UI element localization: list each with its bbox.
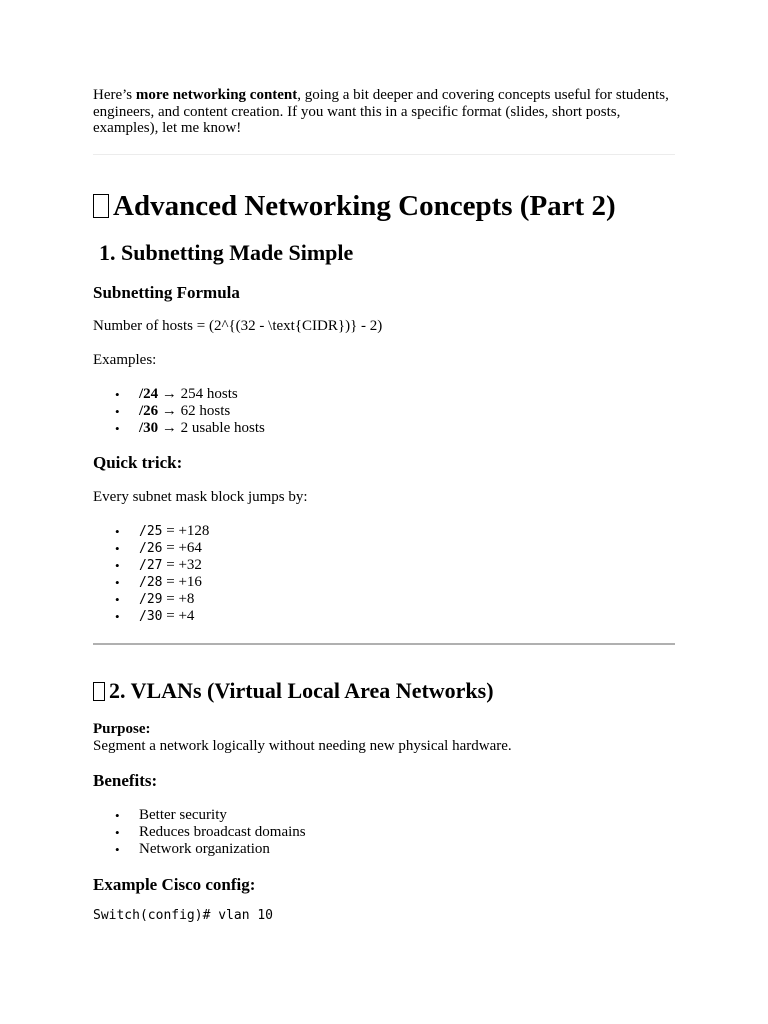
arrow-icon: → bbox=[161, 420, 177, 436]
section1-heading: 1. Subnetting Made Simple bbox=[99, 240, 354, 265]
arrow-icon: → bbox=[161, 403, 177, 419]
jump-cidr: /30 bbox=[139, 609, 163, 624]
bullet-icon: • bbox=[115, 404, 120, 419]
page-title: Advanced Networking Concepts (Part 2) bbox=[93, 186, 616, 226]
example-cidr: /26 bbox=[139, 403, 159, 419]
quick-trick-text: Every subnet mask block jumps by: bbox=[93, 489, 308, 505]
list-item: • /30 = +4 bbox=[93, 608, 209, 625]
jump-cidr: /25 bbox=[139, 524, 163, 539]
bullet-icon: • bbox=[115, 541, 120, 556]
list-item: • Reduces broadcast domains bbox=[93, 824, 306, 841]
section2-heading: 2. VLANs (Virtual Local Area Networks) bbox=[93, 677, 494, 705]
jump-value: = +128 bbox=[162, 523, 210, 539]
list-item: • /27 = +32 bbox=[93, 557, 209, 574]
bullet-icon: • bbox=[115, 387, 120, 402]
purpose-label: Purpose: bbox=[93, 721, 151, 737]
missing-glyph-icon bbox=[93, 194, 109, 218]
bullet-icon: • bbox=[115, 524, 120, 539]
list-item: • /26 = +64 bbox=[93, 540, 209, 557]
examples-list: • /24 → 254 hosts • /26 → 62 hosts • /30 → … bbox=[93, 386, 265, 437]
benefits-list: • Better security • Reduces broadcast doma… bbox=[93, 807, 306, 858]
example-text: 2 usable hosts bbox=[180, 420, 265, 436]
list-item: • /24 → 254 hosts bbox=[93, 386, 265, 403]
benefit-text: Network organization bbox=[139, 841, 270, 857]
page-title-text: Advanced Networking Concepts (Part 2) bbox=[113, 190, 616, 222]
bullet-icon: • bbox=[115, 421, 120, 436]
jump-value: = +32 bbox=[162, 557, 202, 573]
jump-value: = +4 bbox=[162, 608, 195, 624]
jump-value: = +64 bbox=[162, 540, 202, 556]
formula-text: Number of hosts = (2^{(32 - \text{CIDR})… bbox=[93, 318, 383, 334]
bullet-icon: • bbox=[115, 842, 120, 857]
example-text: 254 hosts bbox=[180, 386, 238, 402]
jump-cidr: /29 bbox=[139, 592, 163, 607]
jump-value: = +16 bbox=[162, 574, 202, 590]
bullet-icon: • bbox=[115, 808, 120, 823]
formula-heading: Subnetting Formula bbox=[93, 283, 240, 302]
section-divider bbox=[93, 643, 675, 645]
bullet-icon: • bbox=[115, 558, 120, 573]
jump-cidr: /28 bbox=[139, 575, 163, 590]
intro-rest: , going a bit deeper and covering concep… bbox=[93, 87, 669, 136]
config-heading: Example Cisco config: bbox=[93, 875, 256, 894]
list-item: • /30 → 2 usable hosts bbox=[93, 420, 265, 437]
section2-heading-text: 2. VLANs (Virtual Local Area Networks) bbox=[109, 678, 494, 703]
intro-paragraph: Here’s more networking content, going a … bbox=[93, 87, 675, 137]
purpose-text: Segment a network logically without need… bbox=[93, 738, 512, 754]
jump-cidr: /26 bbox=[139, 541, 163, 556]
list-item: • Better security bbox=[93, 807, 306, 824]
arrow-icon: → bbox=[161, 386, 177, 402]
code-block: Switch(config)# vlan 10 bbox=[93, 908, 274, 923]
bullet-icon: • bbox=[115, 609, 120, 624]
benefits-heading: Benefits: bbox=[93, 771, 158, 790]
list-item: • /28 = +16 bbox=[93, 574, 209, 591]
benefit-text: Better security bbox=[139, 807, 227, 823]
example-cidr: /30 bbox=[139, 420, 159, 436]
jump-cidr: /27 bbox=[139, 558, 163, 573]
benefit-text: Reduces broadcast domains bbox=[139, 824, 306, 840]
bullet-icon: • bbox=[115, 592, 120, 607]
list-item: • /29 = +8 bbox=[93, 591, 209, 608]
divider-top bbox=[93, 154, 675, 155]
list-item: • Network organization bbox=[93, 841, 306, 858]
jumps-list: • /25 = +128 • /26 = +64 • /27 = +32 • /28 =… bbox=[93, 523, 209, 625]
intro-lead: Here’s bbox=[93, 87, 136, 103]
example-cidr: /24 bbox=[139, 386, 159, 402]
bullet-icon: • bbox=[115, 825, 120, 840]
examples-label: Examples: bbox=[93, 352, 157, 368]
example-text: 62 hosts bbox=[180, 403, 231, 419]
intro-bold: more networking content bbox=[135, 87, 298, 103]
bullet-icon: • bbox=[115, 575, 120, 590]
list-item: • /26 → 62 hosts bbox=[93, 403, 265, 420]
list-item: • /25 = +128 bbox=[93, 523, 209, 540]
jump-value: = +8 bbox=[162, 591, 195, 607]
quick-trick-heading: Quick trick: bbox=[93, 453, 183, 472]
missing-glyph-icon bbox=[93, 682, 105, 701]
